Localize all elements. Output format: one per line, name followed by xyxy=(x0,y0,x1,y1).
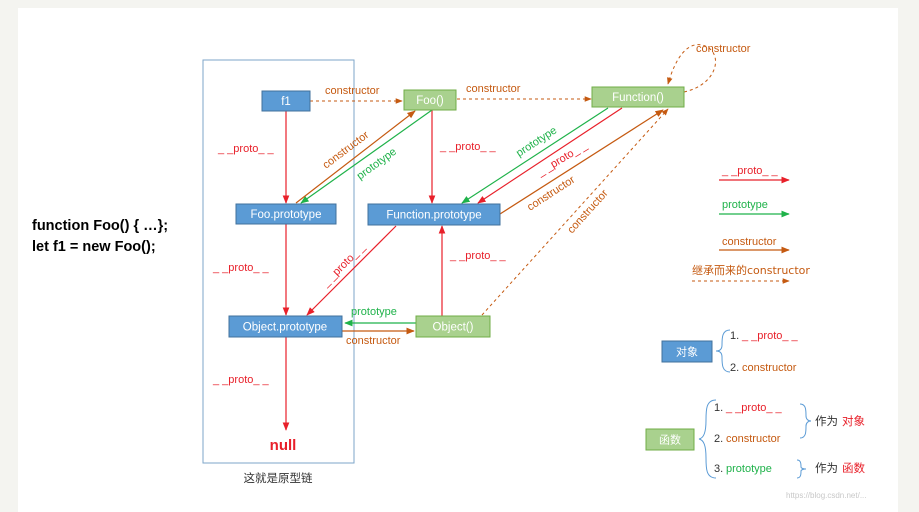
function-item1: _ _proto_ _ xyxy=(725,402,783,414)
edge-function-proto xyxy=(477,107,623,204)
function-brace xyxy=(698,399,717,479)
label-object-prototype: prototype xyxy=(351,306,397,318)
node-function-label: Function() xyxy=(612,92,664,104)
label-objectprototype-constructor: constructor xyxy=(346,335,401,347)
node-foo-prototype: Foo.prototype xyxy=(235,203,337,225)
label-object-proto: _ _proto_ _ xyxy=(449,250,507,262)
node-object-prototype: Object.prototype xyxy=(228,315,343,338)
node-object-prototype-label: Object.prototype xyxy=(243,322,327,334)
node-foo-label: Foo() xyxy=(416,95,444,107)
function-as-function-brace xyxy=(796,459,807,479)
function-as-function-text: 函数 xyxy=(842,461,865,475)
edge-object-constructor xyxy=(481,108,669,316)
label-foo-prototype: prototype xyxy=(355,146,399,183)
legend-proto-label: _ _proto_ _ xyxy=(721,165,779,177)
label-fooprototype-proto: _ _proto_ _ xyxy=(212,262,270,274)
node-function-prototype: Function.prototype xyxy=(367,203,501,226)
node-object-label: Object() xyxy=(433,322,474,334)
function-item3-num: 3. xyxy=(714,463,723,475)
prototype-chain-caption: 这就是原型链 xyxy=(244,471,313,485)
label-foo-constructor: constructor xyxy=(466,83,521,95)
legend: _ _proto_ _ prototype constructor 继承而来的c… xyxy=(692,165,810,284)
function-properties-box: 函数 1. _ _proto_ _ 2. constructor 3. prot… xyxy=(645,399,865,479)
edge-functionprototype-proto xyxy=(306,225,397,316)
node-function: Function() xyxy=(591,86,685,108)
object-item2: constructor xyxy=(742,362,797,374)
object-item1-num: 1. xyxy=(730,330,739,342)
legend-inherited-label: 继承而来的constructor xyxy=(692,263,810,277)
object-item1: _ _proto_ _ xyxy=(741,330,799,342)
label-f1-constructor: constructor xyxy=(325,85,380,97)
label-foo-proto: _ _proto_ _ xyxy=(439,141,497,153)
node-function-prototype-label: Function.prototype xyxy=(386,210,481,222)
function-item2: constructor xyxy=(726,433,781,445)
node-f1-label: f1 xyxy=(281,96,291,108)
node-null: null xyxy=(270,437,297,454)
edge-functionprototype-constructor xyxy=(499,109,664,215)
function-item2-num: 2. xyxy=(714,433,723,445)
object-badge xyxy=(661,340,713,363)
function-as-object-text: 对象 xyxy=(842,414,865,428)
legend-prototype-label: prototype xyxy=(722,199,768,211)
label-f1-proto: _ _proto_ _ xyxy=(217,143,275,155)
label-objectprototype-proto: _ _proto_ _ xyxy=(212,374,270,386)
object-badge-label: 对象 xyxy=(676,345,698,359)
code-line-1: function Foo() { …}; xyxy=(32,218,169,234)
legend-constructor-label: constructor xyxy=(722,236,777,248)
function-item1-num: 1. xyxy=(714,402,723,414)
label-function-self-constructor: constructor xyxy=(696,43,751,55)
function-as-object-brace xyxy=(799,403,812,439)
label-functionprototype-proto: _ _proto_ _ xyxy=(319,241,368,290)
object-brace xyxy=(715,329,731,373)
node-object: Object() xyxy=(415,315,491,338)
function-as-function-prefix: 作为 xyxy=(815,461,838,475)
edge-function-self-constructor xyxy=(667,44,717,93)
function-badge xyxy=(645,428,695,451)
code-snippet: function Foo() { …}; let f1 = new Foo(); xyxy=(32,216,168,258)
function-badge-label: 函数 xyxy=(659,434,681,447)
function-item3: prototype xyxy=(726,463,772,475)
prototype-chain-frame xyxy=(202,59,355,464)
diagram-canvas xyxy=(18,8,898,512)
node-foo-prototype-label: Foo.prototype xyxy=(251,209,322,221)
edge-fooprototype-constructor xyxy=(295,110,416,204)
edge-foo-prototype xyxy=(300,109,433,204)
edge-function-prototype xyxy=(461,107,609,204)
node-foo: Foo() xyxy=(403,89,457,111)
code-line-2: let f1 = new Foo(); xyxy=(32,239,156,255)
label-object-constructor: constructor xyxy=(565,187,611,236)
object-item2-num: 2. xyxy=(730,362,739,374)
label-function-proto: _ _proto_ _ xyxy=(535,139,590,179)
watermark: https://blog.csdn.net/... xyxy=(786,491,867,500)
node-f1: f1 xyxy=(261,90,311,112)
function-as-object-prefix: 作为 xyxy=(815,414,838,428)
object-properties-box: 对象 1. _ _proto_ _ 2. constructor xyxy=(661,329,799,374)
